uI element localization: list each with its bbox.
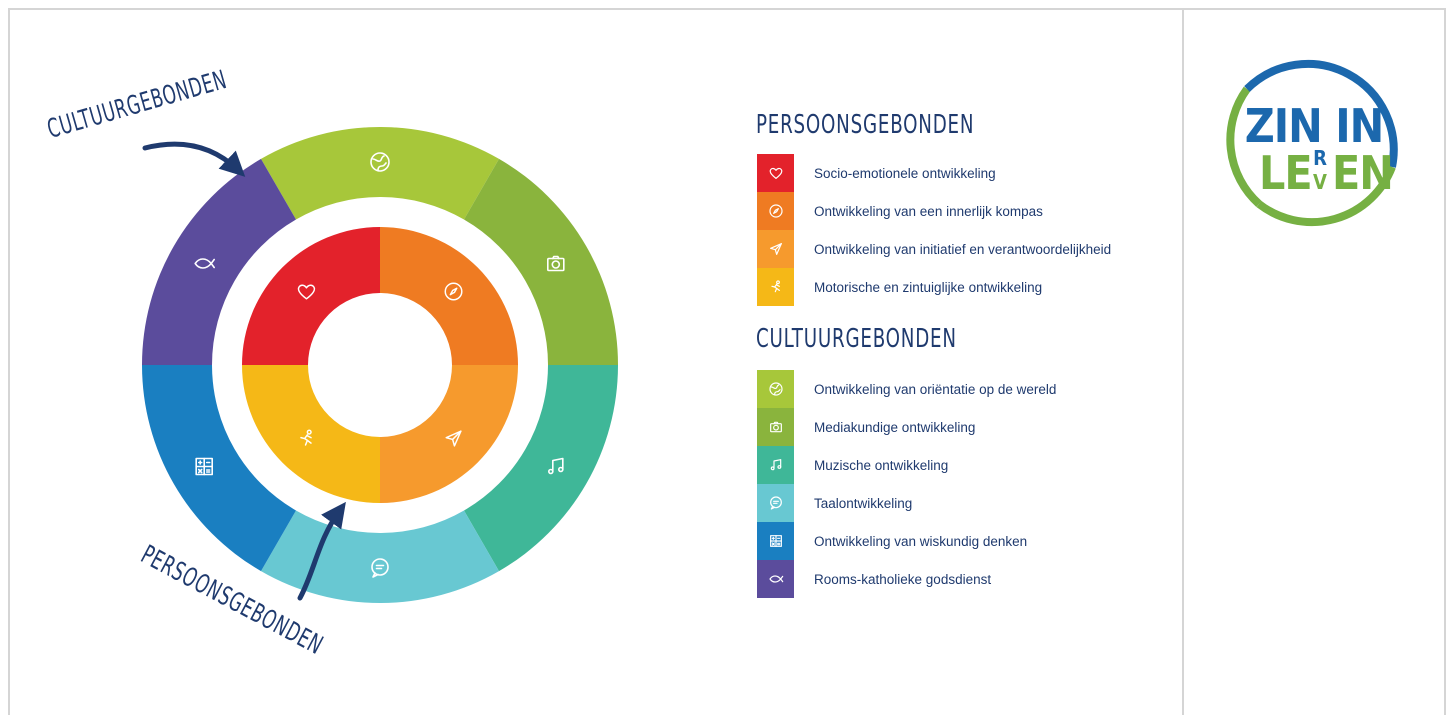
legend-label: Socio-emotionele ontwikkeling bbox=[814, 165, 996, 181]
legend-row: Socio-emotionele ontwikkeling bbox=[757, 154, 1176, 192]
ring-icons bbox=[194, 152, 565, 578]
legend-swatch bbox=[757, 370, 794, 408]
legend-label: Taalontwikkeling bbox=[814, 495, 913, 511]
legend-swatch bbox=[757, 408, 794, 446]
legend-swatch bbox=[757, 192, 794, 230]
outer-segment-music-note bbox=[464, 365, 618, 572]
legend-swatch bbox=[757, 484, 794, 522]
inner-segment-runner bbox=[242, 365, 380, 503]
logo-small-r: R bbox=[1313, 146, 1327, 170]
legend-label: Muzische ontwikkeling bbox=[814, 457, 949, 473]
inner-segment-compass bbox=[380, 227, 518, 365]
outer-segment-globe bbox=[261, 126, 499, 220]
legend-swatch bbox=[757, 446, 794, 484]
runner-icon bbox=[300, 429, 312, 446]
speech-bubble-icon bbox=[769, 496, 782, 510]
music-note-icon bbox=[548, 457, 564, 475]
logo-line-1: ZIN IN bbox=[1245, 99, 1383, 153]
compass-icon bbox=[444, 282, 463, 301]
fish-icon bbox=[194, 258, 215, 269]
calculator-icon bbox=[195, 457, 213, 476]
heart-icon bbox=[769, 167, 782, 179]
legend-label: Ontwikkeling van wiskundig denken bbox=[814, 533, 1028, 549]
compass-icon bbox=[768, 204, 783, 218]
paper-plane-icon bbox=[445, 430, 462, 447]
legend-swatch bbox=[757, 154, 794, 192]
page-frame bbox=[8, 8, 1446, 715]
legend-label: Mediakundige ontwikkeling bbox=[814, 419, 976, 435]
development-wheel bbox=[142, 126, 618, 603]
legend-row: Ontwikkeling van een innerlijk kompas bbox=[757, 192, 1176, 230]
fish-icon bbox=[768, 575, 783, 583]
legend-row: Rooms-katholieke godsdienst bbox=[757, 560, 1176, 598]
inner-segment-paper-plane bbox=[380, 365, 518, 503]
outer-segment-calculator bbox=[142, 365, 296, 572]
legend-row: Motorische en zintuiglijke ontwikkeling bbox=[757, 268, 1176, 306]
logo-line-2-right: EN bbox=[1332, 146, 1393, 200]
outer-ring-cultuurgebonden bbox=[142, 126, 618, 603]
legend-swatch bbox=[757, 522, 794, 560]
inner-segment-heart bbox=[242, 227, 380, 365]
legend-row: Taalontwikkeling bbox=[757, 484, 1176, 522]
legend: PERSOONSGEBONDEN Socio-emotionele ontwik… bbox=[756, 110, 1176, 598]
legend-list-cultuurgebonden: Ontwikkeling van oriëntatie op de wereld… bbox=[757, 370, 1176, 598]
legend-swatch bbox=[757, 560, 794, 598]
outer-segment-fish bbox=[142, 158, 296, 365]
globe-icon bbox=[768, 382, 783, 396]
legend-swatch bbox=[757, 268, 794, 306]
runner-icon bbox=[770, 280, 780, 293]
logo-line-2-left: LE bbox=[1259, 146, 1312, 200]
inner-ring-persoonsgebonden bbox=[242, 227, 518, 503]
legend-row: Muzische ontwikkeling bbox=[757, 446, 1176, 484]
legend-label: Ontwikkeling van oriëntatie op de wereld bbox=[814, 381, 1057, 397]
globe-icon bbox=[370, 152, 390, 172]
arrow-cultuurgebonden bbox=[142, 141, 246, 177]
outer-segment-speech-bubble bbox=[261, 510, 499, 603]
legend-label: Ontwikkeling van initiatief en verantwoo… bbox=[814, 241, 1112, 257]
legend-label: Ontwikkeling van een innerlijk kompas bbox=[814, 203, 1043, 219]
column-divider bbox=[1182, 8, 1184, 715]
speech-bubble-icon bbox=[371, 558, 389, 578]
zin-in-leven-logo: ZIN IN LE R V EN bbox=[1226, 59, 1398, 227]
camera-icon bbox=[547, 255, 565, 272]
legend-row: Mediakundige ontwikkeling bbox=[757, 408, 1176, 446]
logo-small-v: V bbox=[1313, 170, 1327, 194]
legend-swatch bbox=[757, 230, 794, 268]
camera-icon bbox=[769, 421, 782, 433]
legend-row: Ontwikkeling van oriëntatie op de wereld bbox=[757, 370, 1176, 408]
outer-segment-camera bbox=[464, 158, 618, 365]
paper-plane-icon bbox=[769, 243, 782, 255]
legend-title-persoonsgebonden: PERSOONSGEBONDEN bbox=[756, 110, 975, 140]
legend-row: Ontwikkeling van initiatief en verantwoo… bbox=[757, 230, 1176, 268]
legend-label: Motorische en zintuiglijke ontwikkeling bbox=[814, 279, 1043, 295]
music-note-icon bbox=[770, 459, 781, 471]
calculator-icon bbox=[769, 535, 782, 547]
legend-title-cultuurgebonden: CULTUURGEBONDEN bbox=[756, 324, 957, 354]
arrow-persoonsgebonden bbox=[297, 501, 346, 601]
legend-row: Ontwikkeling van wiskundig denken bbox=[757, 522, 1176, 560]
heart-icon bbox=[297, 284, 316, 300]
legend-label: Rooms-katholieke godsdienst bbox=[814, 571, 992, 587]
